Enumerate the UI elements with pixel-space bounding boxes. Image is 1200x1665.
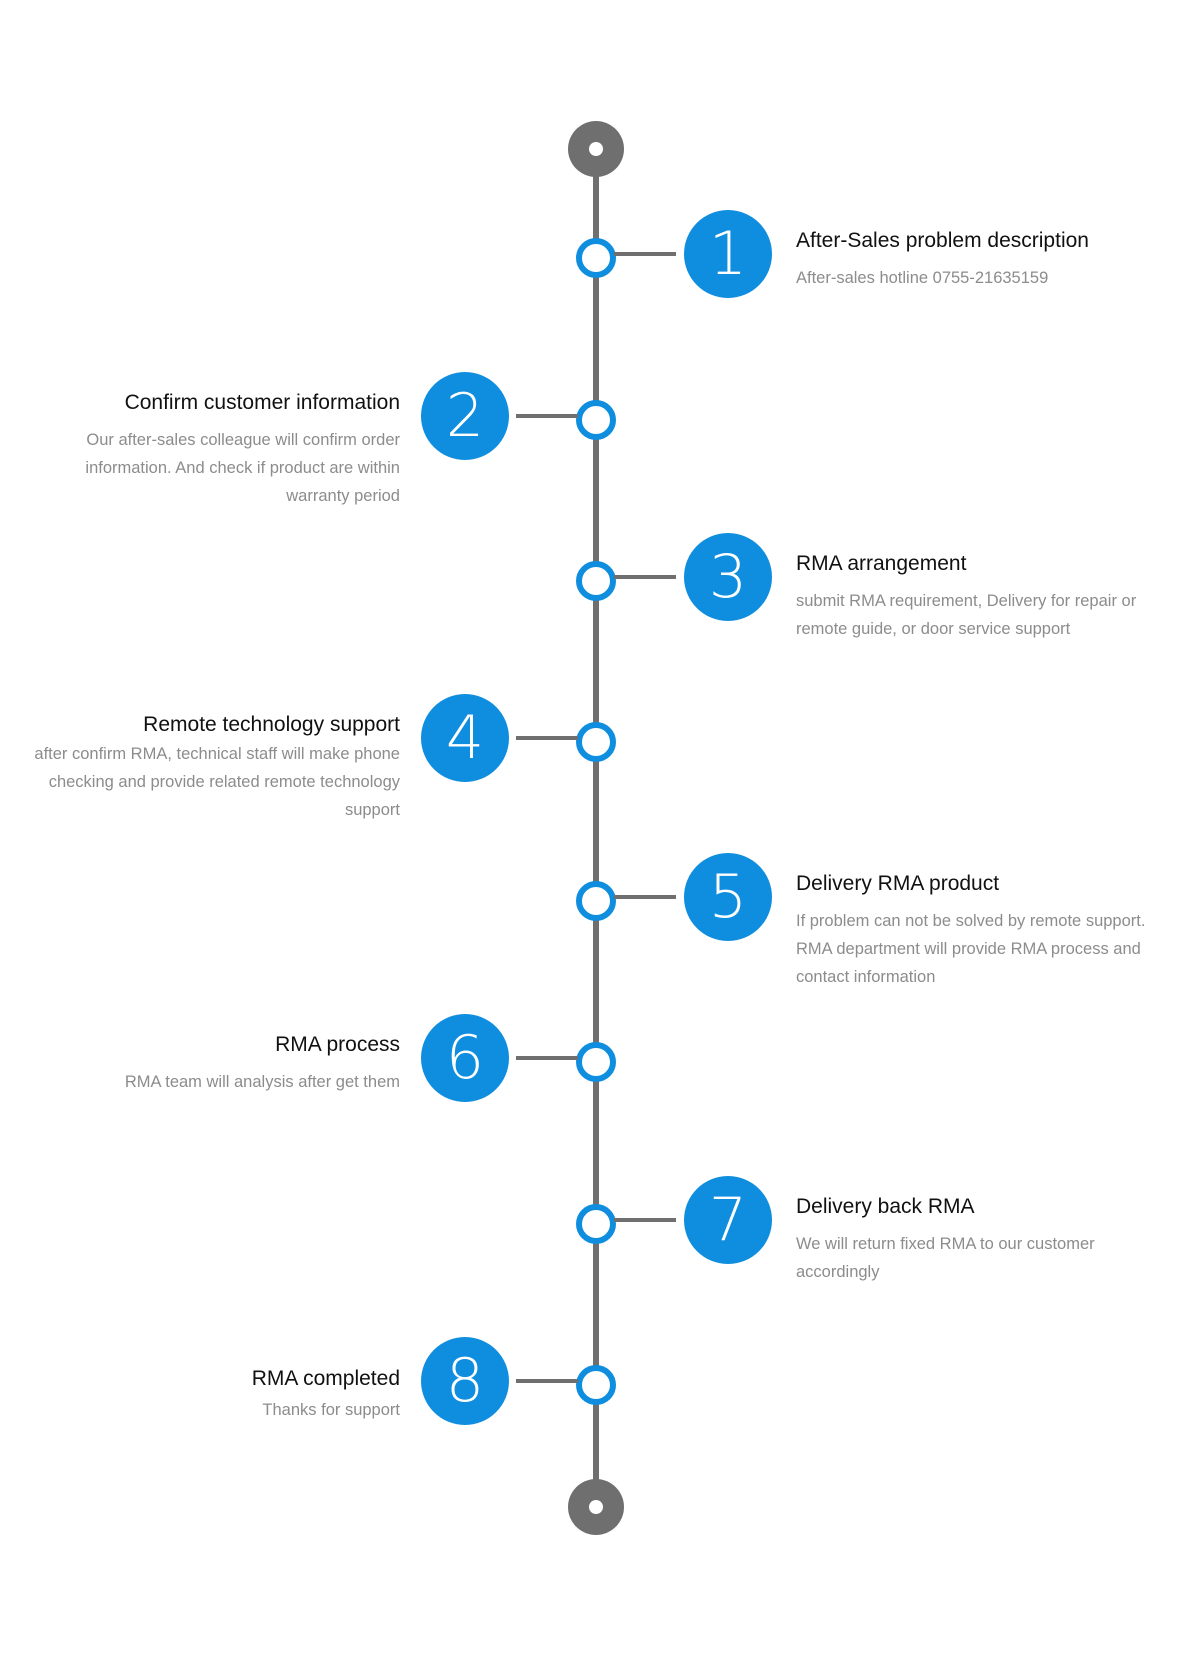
step-3-badge: 3 [684,533,772,621]
step-2-badge: 2 [421,372,509,460]
step-8-text: RMA completed Thanks for support [20,1366,400,1424]
step-6-title: RMA process [275,1033,400,1056]
step-8-title: RMA completed [251,1367,400,1390]
step-6-text: RMA process RMA team will analysis after… [20,1032,400,1096]
step-3-node [576,561,616,601]
timeline-line [593,140,599,1520]
step-5-text: Delivery RMA product If problem can not … [796,871,1176,991]
step-6-badge: 6 [421,1014,509,1102]
step-3-text: RMA arrangement submit RMA requirement, … [796,551,1176,643]
step-4-text: Remote technology support after confirm … [20,712,400,824]
step-1-badge: 1 [684,210,772,298]
step-2-connector [516,414,578,418]
step-2-description: Our after-sales colleague will confirm o… [85,431,400,505]
step-5-connector [614,895,676,899]
timeline-start-node [568,121,624,177]
step-7-title: Delivery back RMA [796,1195,975,1218]
step-1-description: After-sales hotline 0755-21635159 [796,269,1049,287]
step-2-text: Confirm customer information Our after-s… [20,390,400,510]
step-8-node [576,1365,616,1405]
step-1-connector [614,252,676,256]
step-3-connector [614,575,676,579]
step-7-text: Delivery back RMA We will return fixed R… [796,1194,1176,1286]
step-8-badge: 8 [421,1337,509,1425]
step-7-connector [614,1218,676,1222]
step-4-connector [516,736,578,740]
step-7-badge: 7 [684,1176,772,1264]
step-2-node [576,400,616,440]
step-7-description: We will return fixed RMA to our customer… [796,1235,1095,1281]
step-6-node [576,1042,616,1082]
timeline-end-node [568,1479,624,1535]
step-7-node [576,1204,616,1244]
step-5-badge: 5 [684,853,772,941]
step-4-title: Remote technology support [143,713,400,736]
step-6-connector [516,1056,578,1060]
step-4-node [576,722,616,762]
step-1-text: After-Sales problem description After-sa… [796,228,1176,292]
step-5-description: If problem can not be solved by remote s… [796,912,1146,986]
step-5-title: Delivery RMA product [796,872,1000,895]
step-5-node [576,881,616,921]
step-6-description: RMA team will analysis after get them [124,1073,400,1091]
step-8-connector [516,1379,578,1383]
step-4-badge: 4 [421,694,509,782]
step-8-description: Thanks for support [262,1401,400,1419]
step-4-description: after confirm RMA, technical staff will … [34,745,400,819]
step-1-node [576,238,616,278]
step-1-title: After-Sales problem description [796,229,1089,252]
step-3-title: RMA arrangement [796,552,967,575]
step-3-description: submit RMA requirement, Delivery for rep… [796,592,1137,638]
step-2-title: Confirm customer information [124,391,400,414]
